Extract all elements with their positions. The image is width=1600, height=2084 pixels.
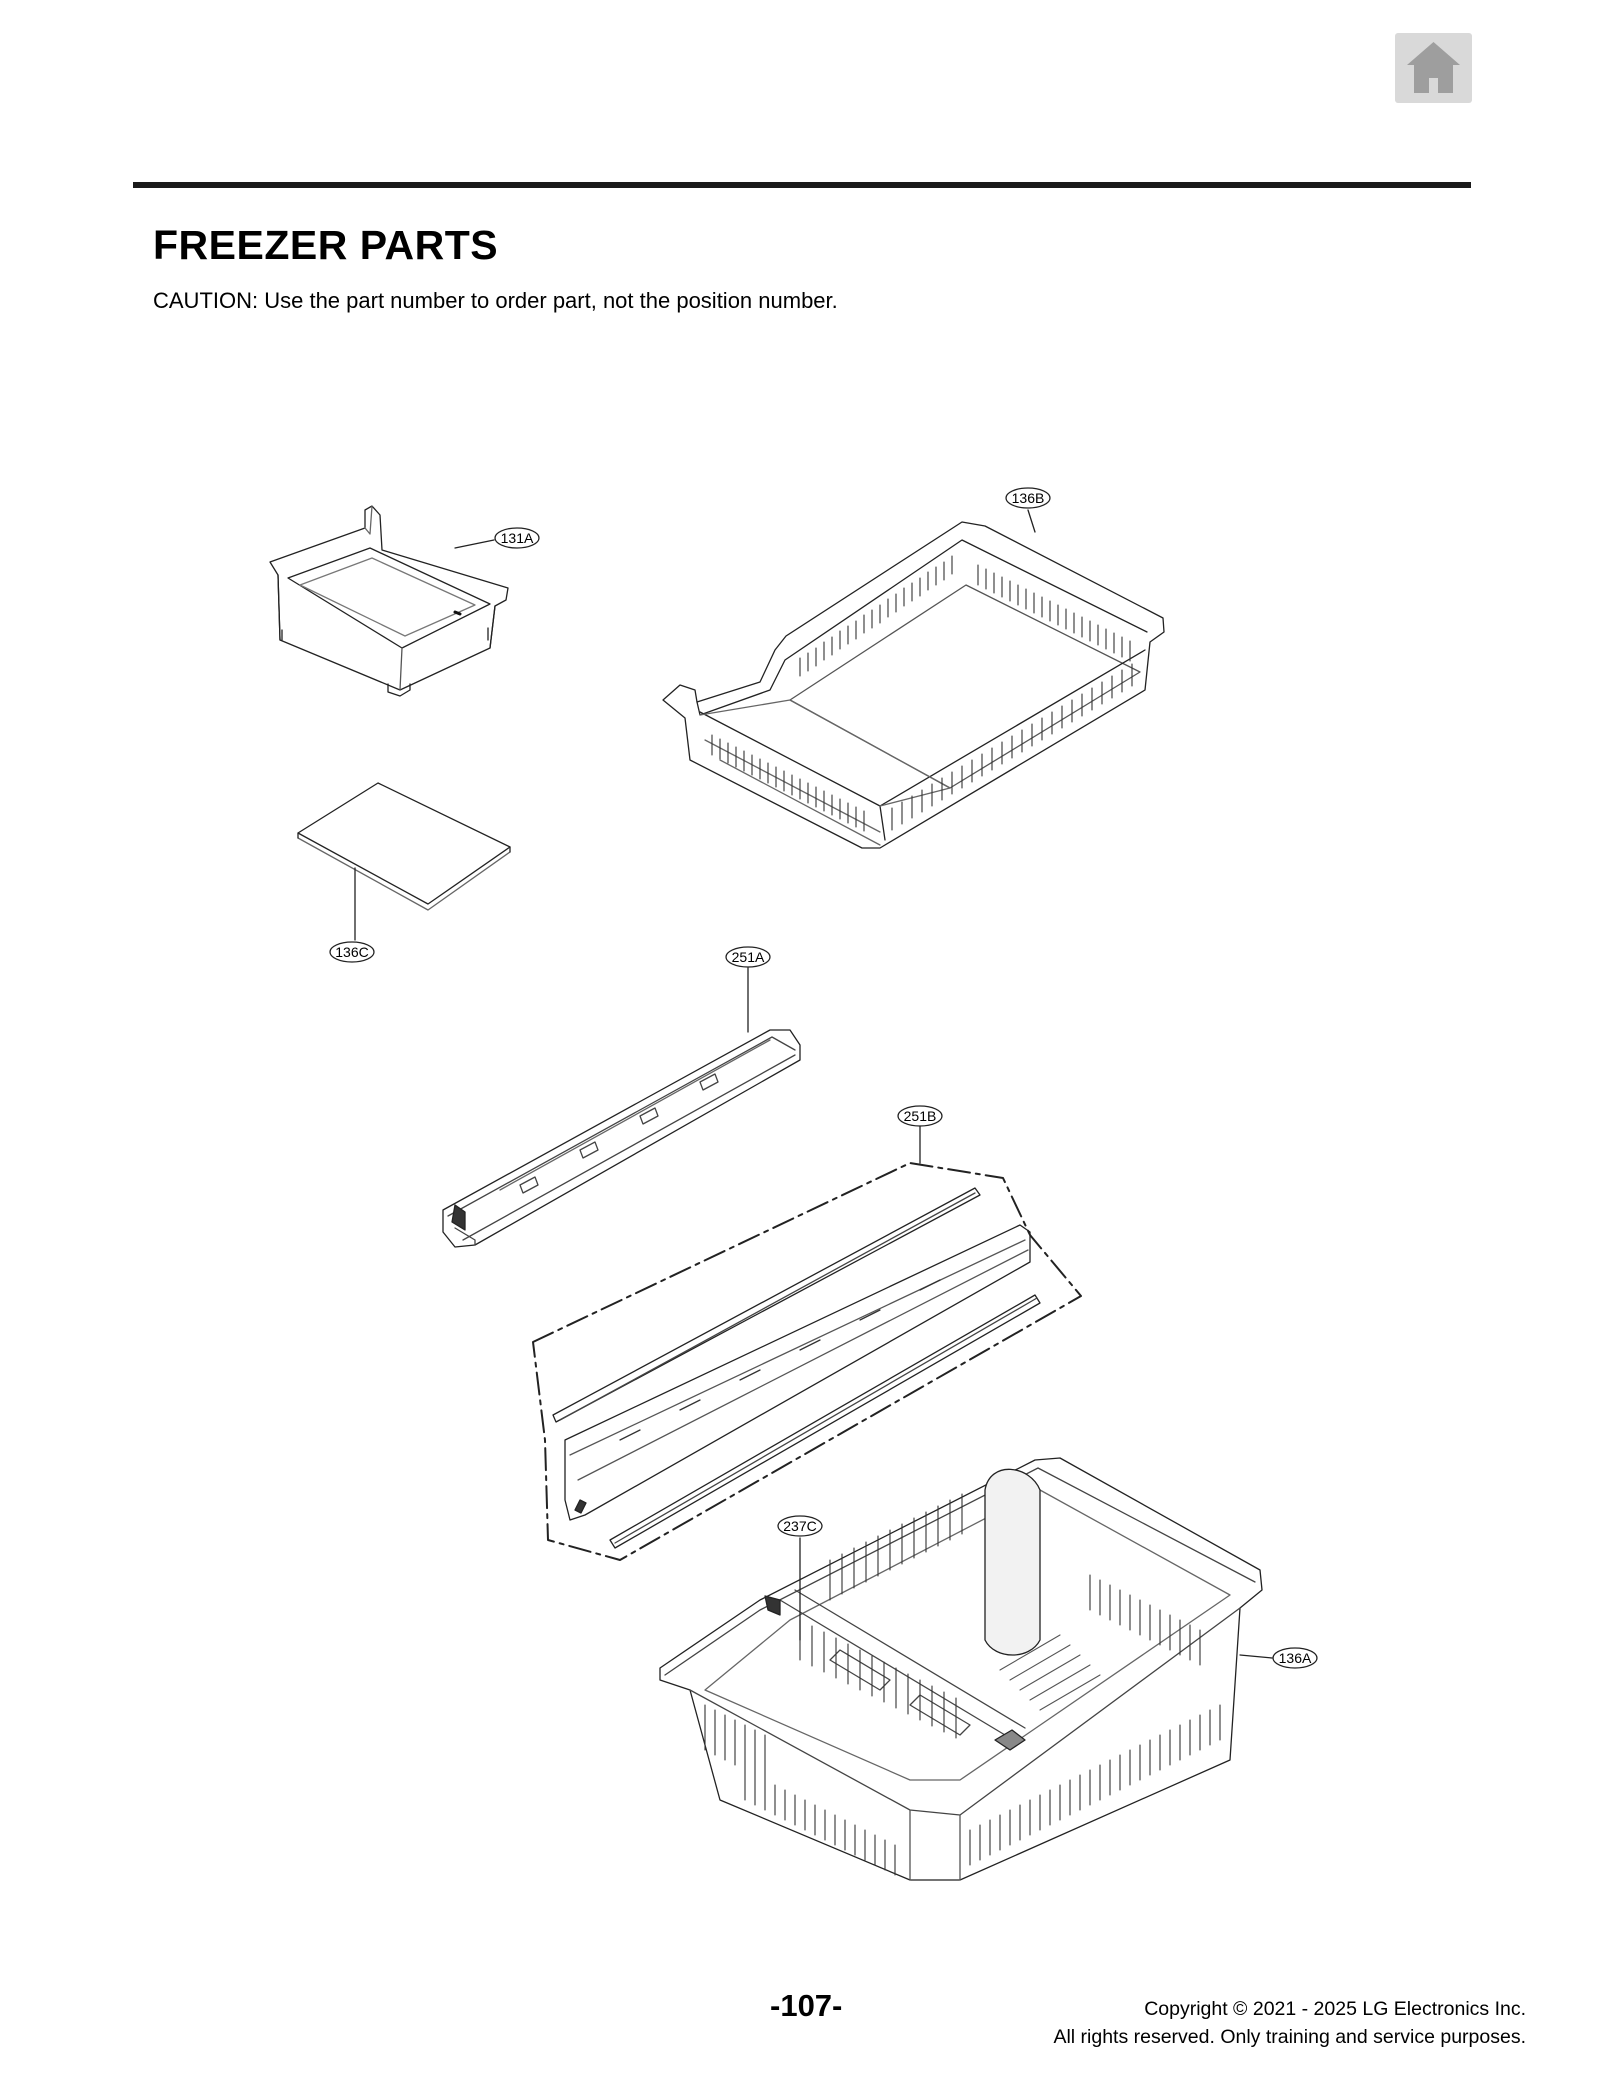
- part-136B-basket: [662, 521, 1165, 849]
- page-number: -107-: [770, 1988, 843, 2023]
- copyright-notice: Copyright © 2021 - 2025 LG Electronics I…: [1053, 1995, 1526, 2051]
- callout-136C-label: 136C: [335, 944, 368, 960]
- copyright-line-1: Copyright © 2021 - 2025 LG Electronics I…: [1144, 1998, 1526, 2020]
- callout-131A-label: 131A: [501, 530, 534, 546]
- part-136A-slots: [704, 1493, 1221, 1876]
- callout-131A: [494, 527, 540, 549]
- home-button[interactable]: [1395, 33, 1472, 103]
- callout-251B: [897, 1105, 943, 1127]
- page-title: FREEZER PARTS: [153, 222, 499, 268]
- callout-136A: [1272, 1647, 1318, 1669]
- callout-136C: [329, 941, 375, 963]
- copyright-line-2: All rights reserved. Only training and s…: [1053, 2026, 1526, 2048]
- home-icon: [1407, 42, 1460, 93]
- header-rule: [133, 182, 1471, 188]
- part-131A-bin: [269, 505, 509, 697]
- part-136A-basket: [659, 1457, 1263, 1881]
- part-251A-rail: [442, 1029, 801, 1248]
- callout-251A-label: 251A: [732, 949, 765, 965]
- part-136B-slots: [711, 555, 1133, 832]
- callout-136B: [1005, 487, 1051, 509]
- callout-237C-label: 237C: [783, 1518, 816, 1534]
- callout-136A-label: 136A: [1279, 1650, 1312, 1666]
- callout-237C: [777, 1515, 823, 1537]
- caution-note: CAUTION: Use the part number to order pa…: [153, 288, 838, 313]
- part-136C-panel: [297, 782, 511, 911]
- callout-251A: [725, 946, 771, 968]
- callout-136B-label: 136B: [1012, 490, 1045, 506]
- part-251B-group: [532, 1162, 1082, 1561]
- callout-251B-label: 251B: [904, 1108, 937, 1124]
